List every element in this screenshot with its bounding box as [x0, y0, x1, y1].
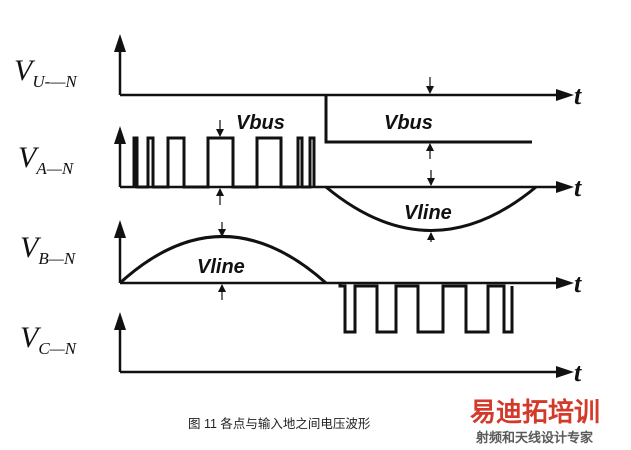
label-v-b-n: VB—N [20, 231, 77, 268]
t-label-c-n: t [574, 358, 582, 387]
dimension-markers [216, 77, 435, 300]
t-label-b-n: t [574, 269, 582, 298]
y-arrow-c-n [114, 312, 126, 330]
y-arrow-b-n [114, 220, 126, 238]
y-arrow-a-n [114, 126, 126, 144]
label-vbus-lower: Vbus [384, 112, 433, 134]
label-vline-a-n: Vline [404, 202, 452, 224]
t-label-u-n: t [574, 81, 582, 110]
waveform-b-n-sine [118, 235, 327, 285]
x-arrow-u-n [556, 89, 574, 101]
x-arrow-b-n [556, 277, 574, 289]
x-arrow-a-n [556, 181, 574, 193]
t-label-a-n: t [574, 173, 582, 202]
watermark-logo-text: 易迪拓培训 [470, 397, 600, 427]
axes-c-n [114, 312, 574, 378]
axes-b-n [114, 220, 574, 289]
label-v-a-n: VA—N [18, 141, 75, 178]
label-v-c-n: VC—N [20, 321, 78, 358]
waveform-a-n-pwm [132, 136, 316, 189]
waveform-c-n-pwm [338, 283, 514, 334]
axes-u-n [114, 34, 574, 101]
waveform-a-n-sine [325, 185, 537, 232]
label-v-u-n: VU-—N [14, 54, 78, 91]
waveform-u-n [324, 95, 532, 144]
label-vline-b-n: Vline [197, 256, 245, 278]
label-vbus-upper: Vbus [236, 112, 285, 134]
figure-caption: 图 11 各点与输入地之间电压波形 [188, 416, 371, 431]
y-arrow-u-n [114, 34, 126, 52]
watermark-subtitle: 射频和天线设计专家 [475, 430, 594, 445]
x-arrow-c-n [556, 366, 574, 378]
